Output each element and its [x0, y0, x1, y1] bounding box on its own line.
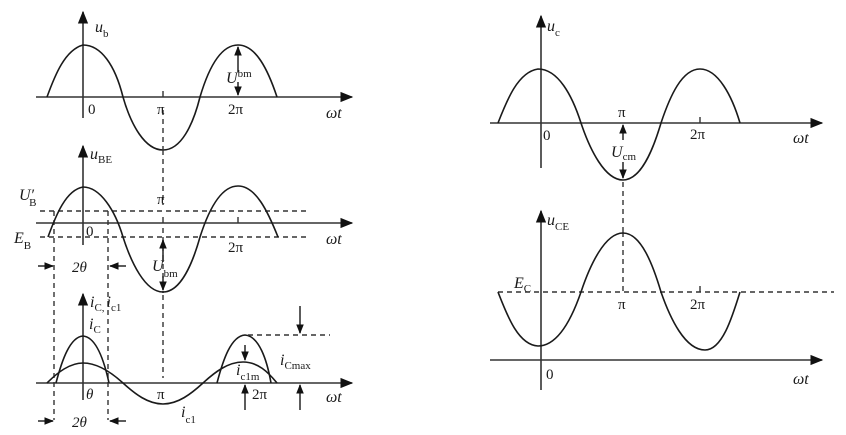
- conduction-angle-label: 2θ: [72, 260, 88, 276]
- ubm-label: Ubm: [226, 68, 252, 87]
- bias-eb-label: EB: [13, 230, 31, 252]
- uc-sine-curve: [497, 68, 741, 181]
- tick-label-2pi: 2π: [690, 297, 706, 313]
- threshold-ub-label: U′B: [19, 187, 36, 209]
- icmax-label: iCmax: [280, 352, 311, 372]
- conduction-angle-label: 2θ: [72, 415, 88, 431]
- tick-label-pi: π: [157, 192, 165, 208]
- graph-uce: uCE EC 0 π 2π ωt: [490, 209, 834, 390]
- ub-axis-label: ub: [95, 19, 109, 40]
- tick-label-0: 0: [86, 224, 94, 240]
- x-axis-label: ωt: [326, 231, 342, 248]
- ube-sine-curve: [47, 185, 279, 293]
- uce-axis-label: uCE: [547, 212, 569, 233]
- ic-pulse-curve-2: [216, 334, 272, 384]
- graph-ube: uBE U′B EB Ubm 2θ 0 π 2π ωt: [13, 144, 354, 420]
- tick-label-2pi: 2π: [252, 387, 268, 403]
- x-axis-label: ωt: [793, 130, 809, 147]
- tick-label-pi: π: [618, 105, 626, 121]
- tick-label-2pi: 2π: [228, 102, 244, 118]
- uc-axis-label: uc: [547, 18, 560, 39]
- ucm-label: Ucm: [611, 144, 636, 163]
- x-axis-label: ωt: [326, 389, 342, 406]
- ic1-label: ic1: [181, 404, 196, 426]
- uce-sine-curve: [497, 232, 741, 351]
- ic1m-label: ic1m: [236, 362, 260, 383]
- ic1-fundamental-curve: [46, 361, 278, 405]
- tick-label-pi: π: [618, 297, 626, 313]
- ubm-label: Ubm: [152, 258, 178, 280]
- theta-label: θ: [86, 387, 94, 403]
- x-axis-label: ωt: [326, 105, 342, 122]
- ic-pulse-curve-1: [55, 335, 110, 384]
- tick-label-0: 0: [543, 128, 551, 144]
- x-axis-label: ωt: [793, 371, 809, 388]
- tick-label-2pi: 2π: [228, 240, 244, 256]
- tick-label-2pi: 2π: [690, 127, 706, 143]
- ic-pulse-label: iC: [89, 316, 101, 336]
- ube-axis-label: uBE: [90, 146, 112, 166]
- supply-ec-label: EC: [513, 275, 531, 295]
- tick-label-pi: π: [157, 102, 165, 118]
- graph-ic: iC,ic1 iC ic1 ic1m iCmax θ 2θ π 2π ωt: [36, 292, 354, 431]
- tick-label-0: 0: [88, 102, 96, 118]
- ic-ic1-axis-label: iC,ic1: [90, 294, 121, 314]
- tick-label-pi: π: [157, 387, 165, 403]
- graph-uc: uc Ucm 0 π 2π ωt: [490, 14, 824, 232]
- graph-ub: ub Ubm 0 π 2π ωt: [36, 10, 354, 151]
- tick-label-0: 0: [546, 367, 554, 383]
